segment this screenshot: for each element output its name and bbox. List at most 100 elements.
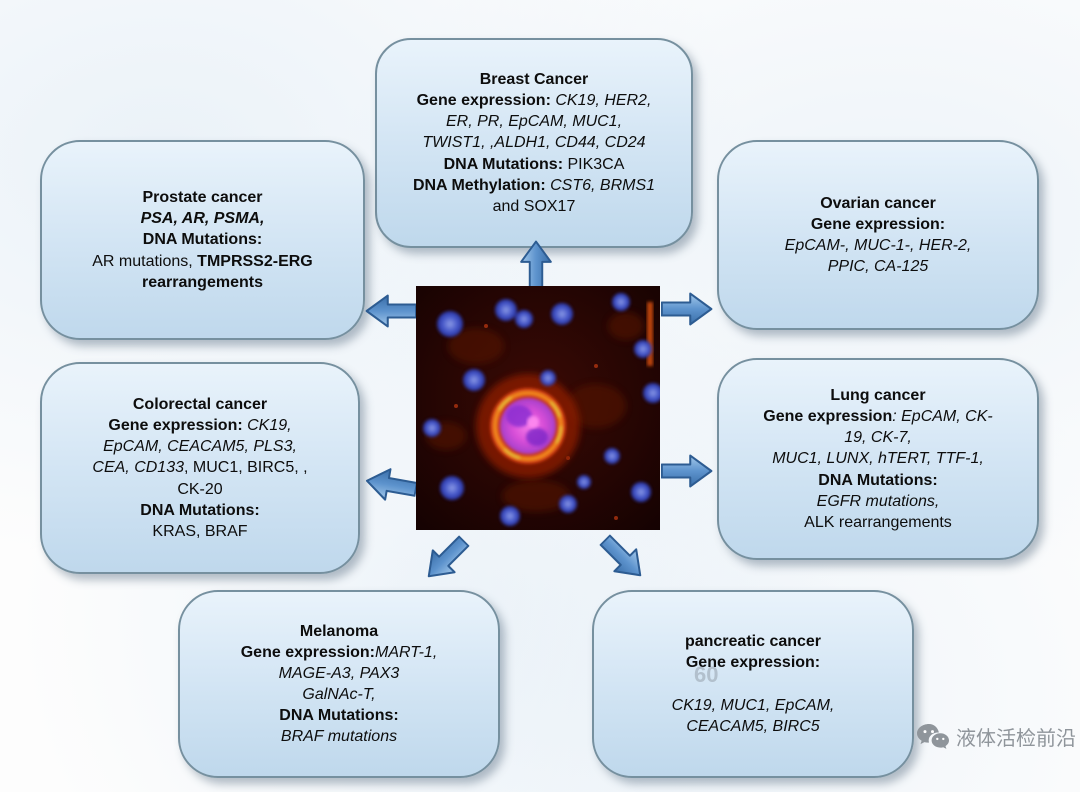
text-segment: AR mutations, (92, 252, 198, 270)
text-line: Lung cancer (830, 385, 925, 406)
text-segment: DNA Mutations: (443, 155, 564, 173)
text-line: EpCAM-, MUC-1-, HER-2, (785, 235, 972, 256)
text-line: ALK rearrangements (804, 512, 952, 533)
text-segment: ER, PR, EpCAM, MUC1, (445, 113, 623, 131)
text-segment: EGFR mutations, (816, 492, 940, 510)
text-line: TWIST1, ,ALDH1, CD44, CD24 (422, 132, 645, 153)
text-segment: TMPRSS2-ERG (197, 252, 313, 270)
text-line: and SOX17 (493, 196, 576, 217)
text-segment: 19, CK-7, (844, 429, 912, 447)
arrow-to-breast-icon (520, 240, 552, 290)
text-segment: MUC1, LUNX, hTERT, TTF-1, (772, 450, 984, 468)
text-segment: PIK3CA (563, 155, 625, 173)
text-segment: Gene expression: (810, 215, 946, 233)
text-line: EGFR mutations, (817, 491, 940, 512)
text-segment: CK19, MUC1, EpCAM, (671, 696, 835, 714)
text-segment: MART-1, (375, 643, 438, 661)
text-line: Gene expression: EpCAM, CK- (763, 406, 992, 427)
text-segment: CEACAM5, BIRC5 (686, 717, 820, 735)
text-line: Gene expression:MART-1, (241, 642, 438, 663)
text-line: CEACAM5, BIRC5 (686, 716, 819, 737)
arrow-to-colorectal-icon (365, 468, 418, 501)
text-line: DNA Mutations: (279, 705, 398, 726)
text-segment: Gene expression (416, 92, 546, 110)
text-segment: DNA Mutations: (142, 231, 263, 249)
text-line: MUC1, LUNX, hTERT, TTF-1, (772, 448, 984, 469)
text-line: CK19, MUC1, EpCAM, (672, 695, 835, 716)
text-segment: DNA Mutations: (140, 501, 260, 519)
watermark-number: 60 (694, 662, 719, 687)
text-segment: TWIST1, ,ALDH1, CD44, CD24 (422, 134, 646, 152)
text-line: PSA, AR, PSMA, (141, 208, 265, 229)
text-segment: pancreatic cancer (684, 633, 822, 651)
text-segment: DNA Methylation: (412, 176, 551, 194)
text-segment: Melanoma (299, 622, 379, 640)
ctc-fluorescence-image (416, 286, 660, 530)
text-segment: MAGE-A3, PAX3 (278, 664, 400, 682)
text-line: Gene expression: (811, 214, 945, 235)
text-line: CK-20 (177, 479, 222, 500)
text-line: CEA, CD133, MUC1, BIRC5, , (92, 457, 307, 478)
text-segment: DNA Mutations: (818, 471, 938, 489)
text-segment: EpCAM-, MUC-1-, HER-2, (784, 237, 972, 254)
text-line: Colorectal cancer (133, 394, 267, 415)
text-segment: CEA, CD133 (92, 459, 184, 477)
text-segment: PPIC, CA-125 (827, 258, 929, 276)
text-segment: Gene expression: (685, 654, 821, 672)
text-segment: PSA, AR, PSMA, (140, 210, 265, 228)
text-segment: DNA Mutations: (279, 707, 399, 725)
text-segment: Colorectal cancer (132, 396, 268, 414)
text-segment: Lung cancer (830, 387, 926, 405)
text-segment: CK19, HER2, (555, 92, 652, 110)
text-line (751, 673, 755, 694)
text-segment: Ovarian cancer (820, 194, 936, 212)
wechat-logo-icon (917, 723, 949, 749)
text-segment: EpCAM, CEACAM5, PLS3, (103, 438, 297, 456)
text-segment: rearrangements (142, 273, 263, 291)
arrow-to-prostate-icon (365, 294, 417, 328)
arrow-to-ovarian-icon (661, 292, 713, 326)
text-segment: Gene expression (763, 408, 893, 426)
text-segment: Gene expression: (108, 417, 248, 435)
text-line: BRAF mutations (281, 726, 397, 747)
text-line: rearrangements (142, 272, 263, 293)
text-segment: ALK rearrangements (804, 513, 952, 531)
text-segment: Prostate cancer (142, 189, 263, 207)
text-line: DNA Mutations: PIK3CA (444, 154, 625, 175)
text-line: Gene expression: CK19, HER2, (417, 90, 652, 111)
text-line: Gene expression: CK19, (108, 415, 291, 436)
text-line: ER, PR, EpCAM, MUC1, (446, 111, 622, 132)
text-line: AR mutations, TMPRSS2-ERG (92, 251, 313, 272)
text-line: DNA Mutations: (818, 470, 937, 491)
text-line: DNA Methylation: CST6, BRMS1 (413, 175, 655, 196)
arrow-to-melanoma-icon (427, 535, 470, 578)
text-line: EpCAM, CEACAM5, PLS3, (103, 436, 297, 457)
text-line: Gene expression: (686, 652, 820, 673)
text-line: Prostate cancer (142, 187, 262, 208)
text-segment: KRAS, BRAF (152, 522, 248, 540)
text-line: Ovarian cancer (820, 193, 936, 214)
brand-watermark-text: 液体活检前沿 (956, 728, 1076, 750)
text-segment: Breast Cancer (479, 71, 589, 89)
text-segment: : (545, 92, 556, 110)
arrow-to-lung-icon (661, 454, 713, 488)
text-line: KRAS, BRAF (152, 521, 247, 542)
text-segment: and SOX17 (492, 197, 576, 215)
brand-watermark: 液体活检前沿 (916, 722, 1076, 751)
text-segment: CK-20 (177, 480, 223, 498)
text-line: pancreatic cancer (685, 631, 821, 652)
text-segment: Gene expression: (240, 643, 376, 661)
text-line: 19, CK-7, (844, 427, 912, 448)
text-segment: GalNAc-T, (302, 686, 376, 703)
text-line: PPIC, CA-125 (828, 256, 928, 277)
text-segment: : EpCAM, CK- (892, 408, 993, 426)
text-line: MAGE-A3, PAX3 (279, 663, 400, 684)
arrow-to-pancreatic-icon (599, 534, 642, 577)
